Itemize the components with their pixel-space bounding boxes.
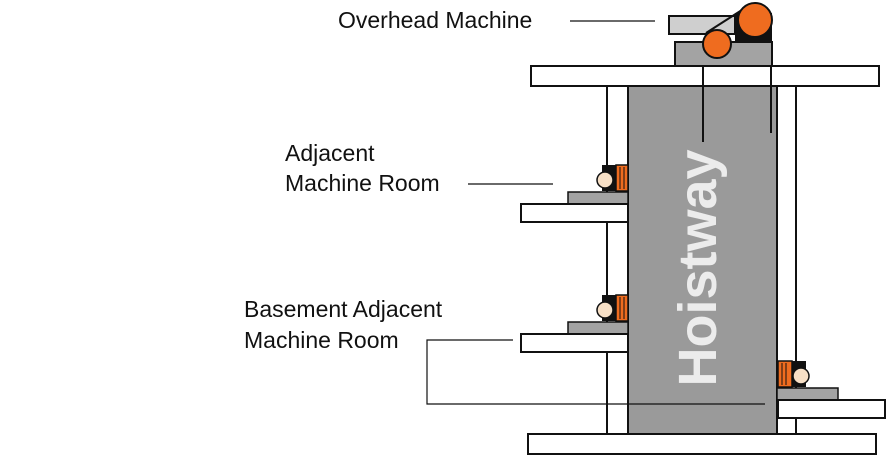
bottom-slab — [527, 433, 877, 455]
label-basement-line2: Machine Room — [244, 327, 399, 353]
leader-basement — [426, 339, 765, 405]
adjacent-floor-slab — [520, 203, 629, 223]
hoistway-label: Hoistway — [668, 149, 728, 386]
adjacent-machine-room — [520, 164, 629, 223]
basement-ledge — [567, 321, 629, 335]
basement-floor-slab — [520, 333, 629, 353]
right-floor-slab — [777, 399, 886, 419]
machine-icon — [596, 294, 629, 322]
overhead-belt — [705, 7, 746, 34]
machine-icon — [777, 360, 810, 388]
sheave-icon — [702, 29, 732, 59]
label-adjacent-line2: Machine Room — [285, 170, 440, 196]
roof-slab — [530, 65, 880, 87]
overhead-machine — [668, 2, 773, 67]
hoistway-shaft — [627, 85, 778, 435]
label-adjacent-line1: Adjacent — [285, 140, 375, 166]
overhead-machine-base — [674, 41, 773, 67]
left-wall — [606, 85, 629, 435]
sheave-icon — [737, 2, 773, 38]
right-basement-machine — [776, 360, 886, 419]
label-overhead-machine: Overhead Machine — [338, 7, 533, 33]
overhead-machine-housing — [668, 15, 736, 35]
machine-icon — [596, 164, 629, 192]
adjacent-ledge — [567, 191, 629, 205]
basement-adjacent-machine-room — [520, 294, 629, 353]
right-ledge — [776, 387, 839, 401]
label-basement-line1: Basement Adjacent — [244, 296, 443, 322]
